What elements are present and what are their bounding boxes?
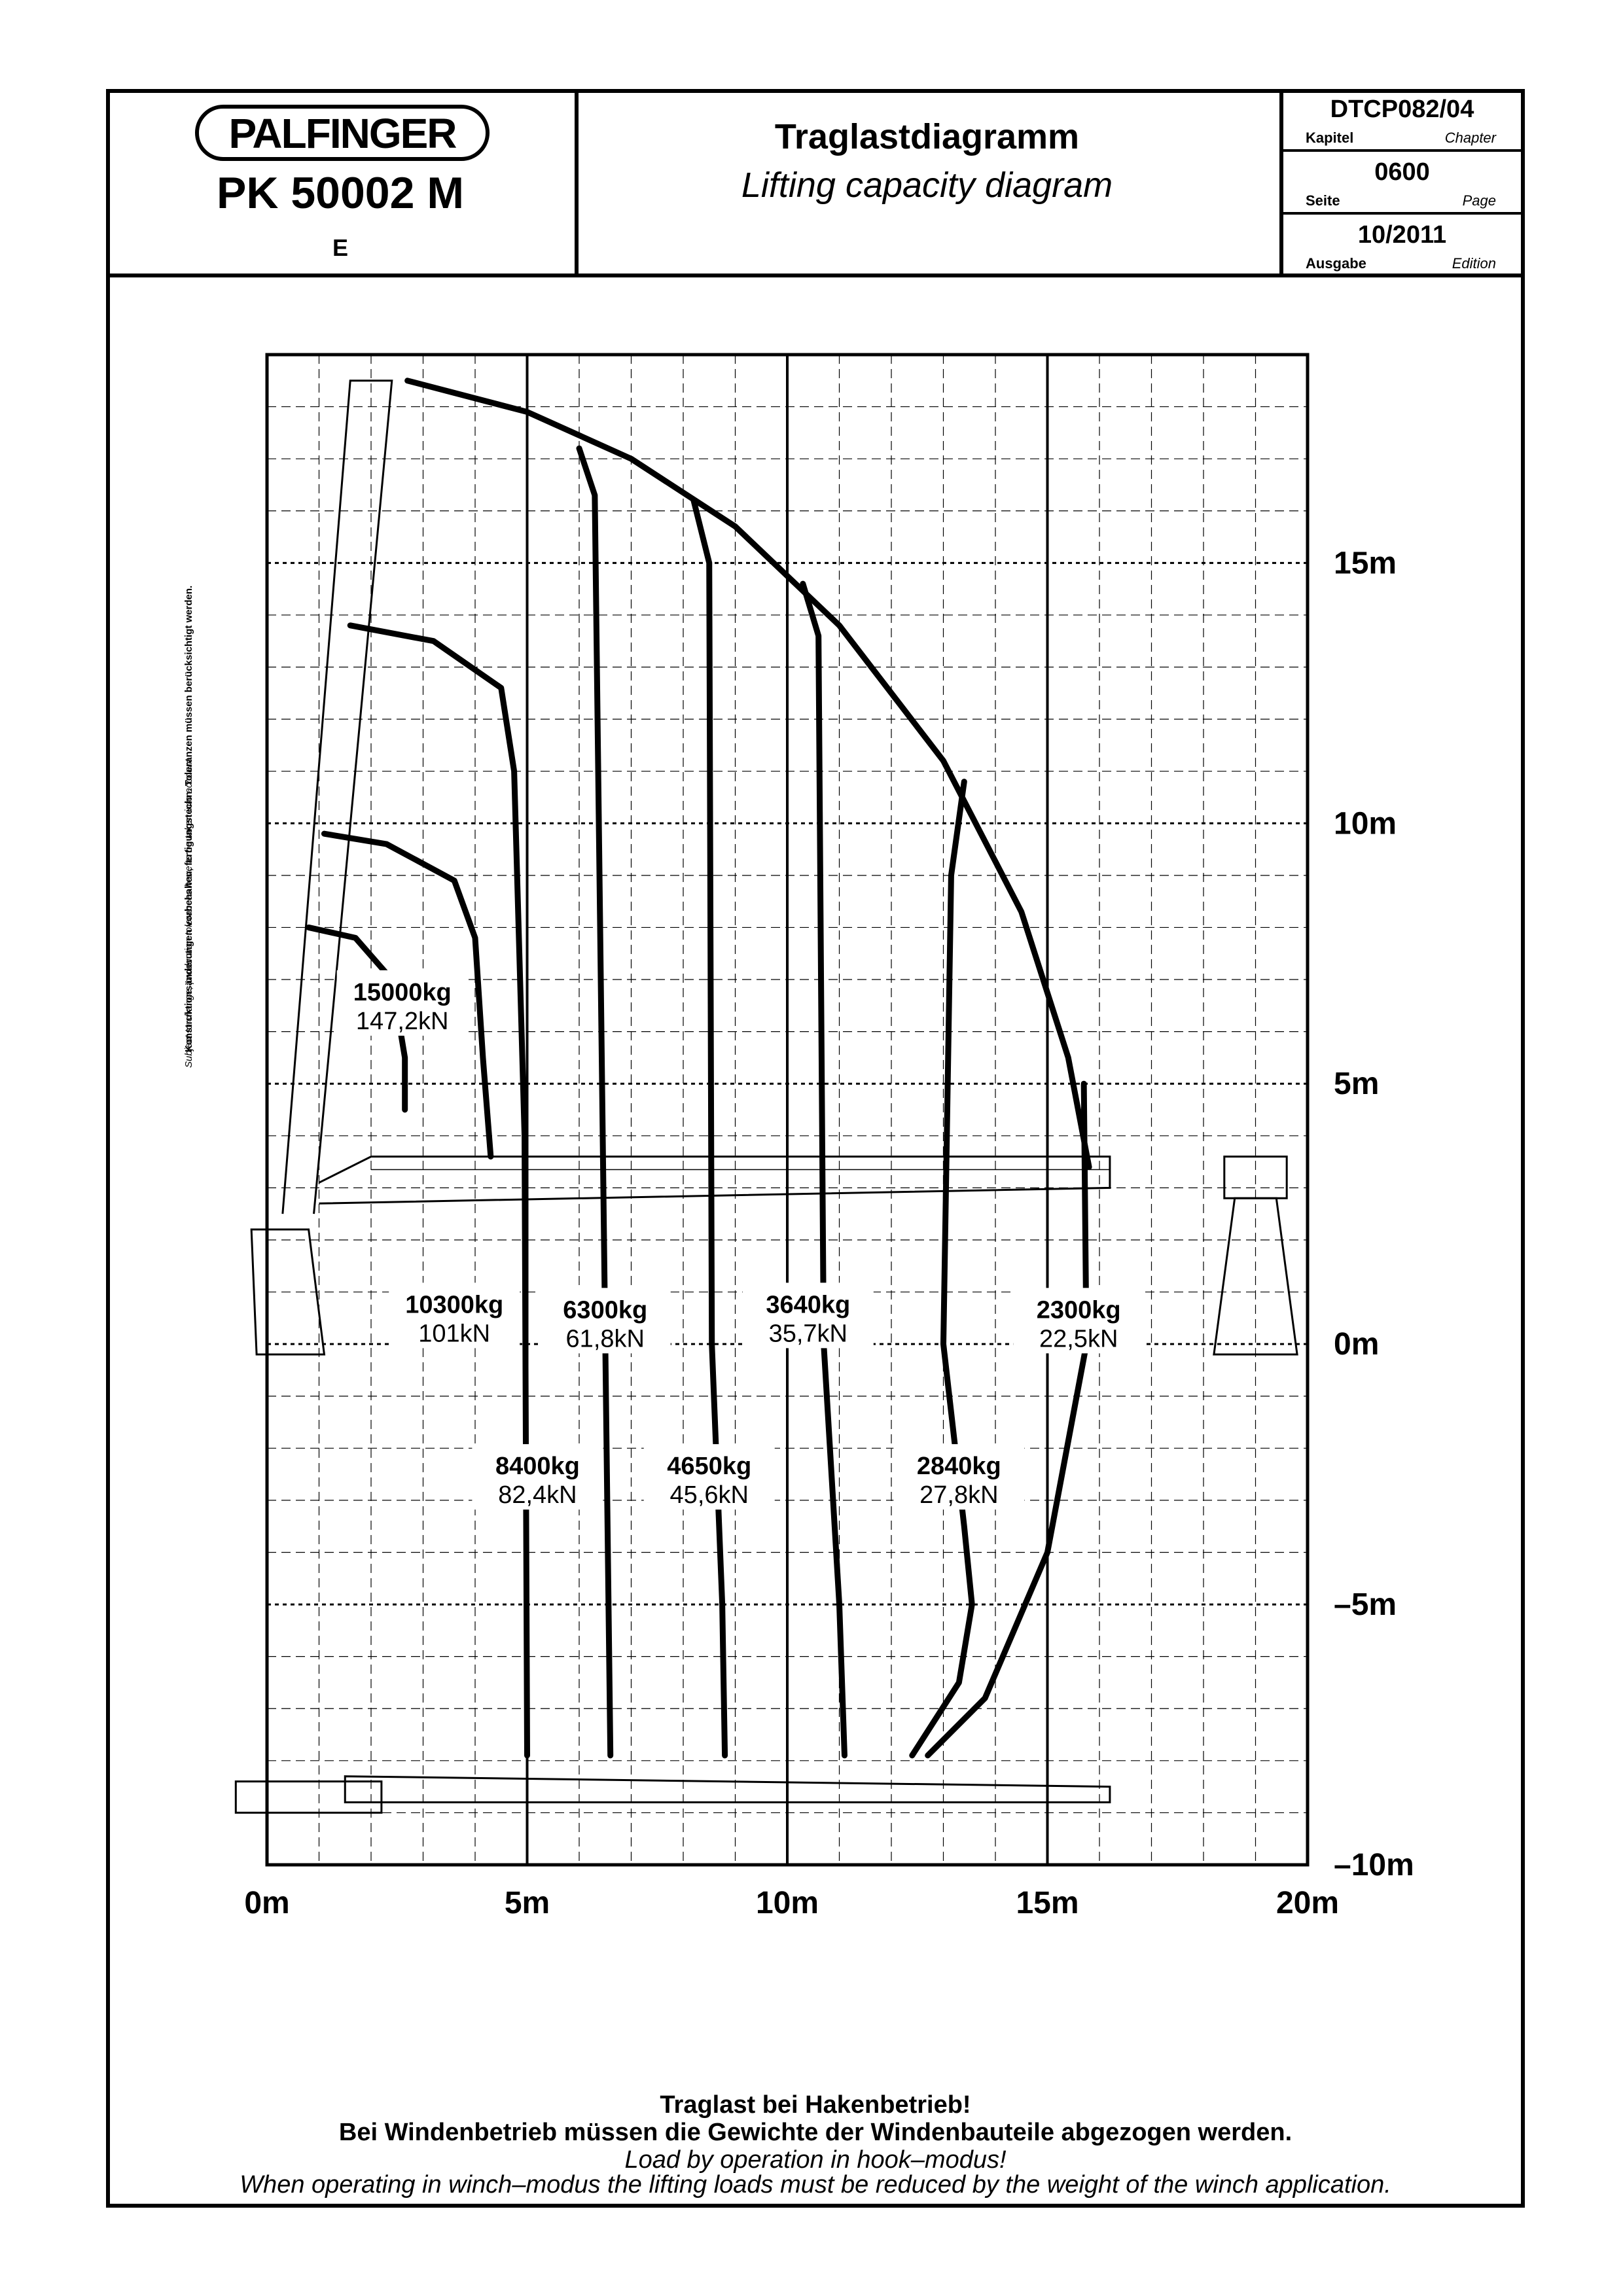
load-label-kg: 2300kg: [1037, 1296, 1121, 1324]
load-label-kg: 6300kg: [563, 1296, 647, 1324]
crane-column: [250, 1228, 326, 1356]
load-label-kg: 15000kg: [353, 979, 452, 1006]
load-label-kg: 4650kg: [667, 1453, 751, 1480]
load-label-kn: 61,8kN: [566, 1325, 645, 1352]
y-tick-label: 15m: [1334, 546, 1397, 580]
crane-base-stowed: [234, 1780, 383, 1814]
page-frame: [106, 89, 1525, 2208]
load-curve-2840kg: [909, 779, 975, 1759]
meta-edition: 10/2011 Ausgabe Edition: [1279, 215, 1525, 277]
load-label-bg: [893, 1444, 1025, 1510]
meta-page: 0600 Seite Page: [1279, 152, 1525, 215]
load-label-bg: [643, 1444, 775, 1510]
load-curve-4650kg: [690, 497, 728, 1759]
footer-note-hook-en: Load by operation in hook–modus!: [624, 2146, 1007, 2174]
brand-logo: PALFINGER: [195, 105, 490, 161]
load-label-kn: 82,4kN: [498, 1481, 577, 1509]
load-curve-6300kg: [576, 445, 614, 1759]
crane-boom-raised: [281, 380, 393, 1214]
load-label-kg: 2840kg: [917, 1453, 1001, 1480]
y-tick-label: 10m: [1334, 806, 1397, 841]
load-label-kn: 45,6kN: [670, 1481, 749, 1509]
x-tick-label: 0m: [244, 1886, 289, 1920]
load-label-bg: [472, 1444, 603, 1510]
crane-boom-stowed: [344, 1775, 1111, 1803]
title-english: Lifting capacity diagram: [741, 166, 1113, 205]
y-tick-label: –10m: [1334, 1848, 1414, 1882]
y-tick-label: 5m: [1334, 1067, 1379, 1101]
crane-front-head: [1223, 1156, 1288, 1199]
x-tick-label: 20m: [1276, 1886, 1339, 1920]
logo-cell: PALFINGER PK 50002 M E: [106, 89, 579, 277]
page-label-en: Page: [1462, 192, 1496, 209]
load-label-kn: 35,7kN: [769, 1320, 847, 1347]
document-meta: DTCP082/04 Kapitel Chapter 0600 Seite Pa…: [1279, 89, 1525, 277]
load-label-kg: 3640kg: [766, 1291, 850, 1318]
title-cell: Traglastdiagramm Lifting capacity diagra…: [575, 89, 1283, 277]
page-label-de: Seite: [1306, 192, 1340, 209]
y-tick-label: –5m: [1334, 1587, 1397, 1622]
title-german: Traglastdiagramm: [774, 117, 1080, 156]
load-label-bg: [742, 1282, 874, 1349]
y-tick-label: 0m: [1334, 1327, 1379, 1362]
chapter-label-de: Kapitel: [1306, 130, 1354, 146]
x-tick-label: 5m: [505, 1886, 550, 1920]
load-label-kn: 147,2kN: [356, 1008, 449, 1035]
load-curve-10300kg: [321, 830, 494, 1160]
load-label-kg: 8400kg: [495, 1453, 580, 1480]
footer-note-winch-en: When operating in winch–modus the liftin…: [240, 2171, 1391, 2199]
x-tick-label: 15m: [1016, 1886, 1079, 1920]
page-value: 0600: [1374, 158, 1430, 186]
load-label-bg: [389, 1282, 520, 1349]
edition-value: 10/2011: [1357, 221, 1447, 249]
meta-chapter: DTCP082/04 Kapitel Chapter: [1279, 89, 1525, 152]
edition-label-en: Edition: [1452, 255, 1496, 272]
chapter-label-en: Chapter: [1444, 130, 1496, 146]
load-label-kn: 22,5kN: [1039, 1325, 1118, 1352]
model-variant: E: [332, 234, 348, 261]
footer-note-winch-de: Bei Windenbetrieb müssen die Gewichte de…: [338, 2119, 1293, 2146]
footer-note-hook-de: Traglast bei Hakenbetrieb!: [660, 2091, 971, 2119]
load-label-kn: 101kN: [418, 1320, 490, 1347]
load-curve-8400kg: [347, 622, 530, 1759]
load-curve-envelope: [404, 378, 1092, 1171]
load-label-kg: 10300kg: [405, 1291, 503, 1318]
model-name: PK 50002 M: [217, 168, 464, 218]
edition-label-de: Ausgabe: [1306, 255, 1366, 272]
crane-boom-horizontal: [318, 1156, 1111, 1205]
load-label-bg: [539, 1288, 671, 1354]
x-tick-label: 10m: [756, 1886, 819, 1920]
load-label-bg: [1013, 1288, 1145, 1354]
chapter-value: DTCP082/04: [1330, 96, 1474, 123]
load-label-bg: [336, 970, 468, 1036]
load-curve-2300kg: [925, 1080, 1090, 1759]
load-label-kn: 27,8kN: [919, 1481, 998, 1509]
